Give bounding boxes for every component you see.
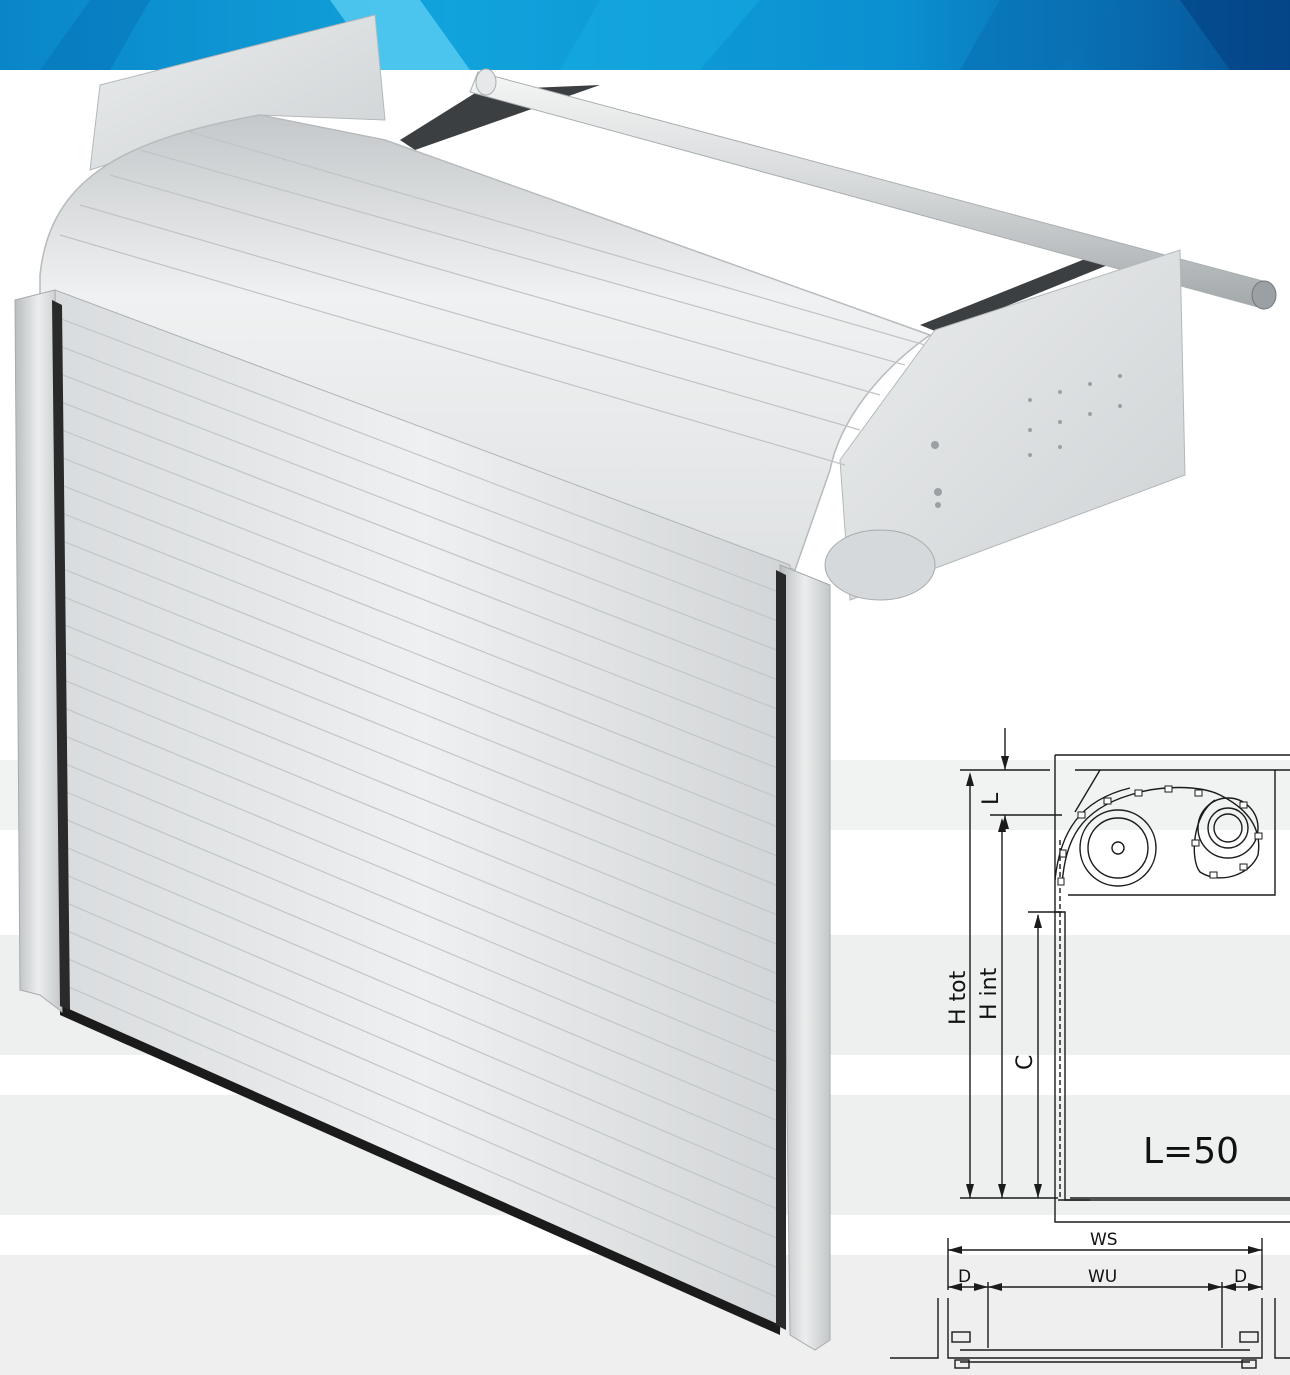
curtain-slat — [57, 538, 786, 831]
curtain-slat — [57, 317, 786, 595]
drum-slat-lines — [59, 131, 926, 466]
plan-view — [890, 1238, 1290, 1369]
curtain-slat — [57, 510, 786, 801]
dim-label-l-top: L — [979, 792, 1004, 805]
curtain-slat — [57, 400, 786, 684]
dim-label-wu: WU — [1088, 1267, 1117, 1287]
curtain-slat — [57, 954, 786, 1272]
dim-label-h-tot: H tot — [946, 970, 971, 1025]
dim-label-h-int: H int — [977, 967, 1002, 1020]
left-guide-rail — [14, 289, 63, 1014]
curtain-slat — [57, 732, 786, 1037]
drum-end — [824, 529, 936, 601]
section-diagram — [890, 728, 1290, 1369]
curtain-slat — [57, 843, 786, 1155]
dim-label-d-left: D — [958, 1267, 971, 1287]
curtain-slat — [57, 787, 786, 1096]
curtain-slat — [57, 981, 786, 1302]
side-plate-holes — [931, 374, 1122, 508]
drive-shaft — [469, 68, 1277, 310]
left-side-plate — [89, 14, 386, 171]
curtain-slat — [57, 677, 786, 978]
left-rail-seal — [52, 300, 70, 1010]
curtain-slat — [57, 344, 786, 625]
right-guide-rail — [779, 564, 831, 1351]
curtain-slat — [57, 815, 786, 1125]
drum-housing — [39, 114, 932, 571]
header-banner — [0, 0, 1290, 70]
curtain-slat — [57, 594, 786, 890]
curtain-slat — [57, 455, 786, 743]
bottom-seal — [60, 1005, 780, 1335]
dim-label-l-value: L=50 — [1143, 1131, 1239, 1172]
right-rail-seal — [776, 570, 786, 1330]
curtain-slat — [57, 372, 786, 654]
curtain-slat-lines — [57, 317, 786, 1302]
curtain-slat — [57, 760, 786, 1066]
dimension-lines[interactable] — [960, 728, 1062, 1199]
curtain-slat — [57, 427, 786, 713]
curtain-slat — [57, 926, 786, 1243]
dim-label-ws: WS — [1090, 1230, 1118, 1250]
curtain-slat — [57, 483, 786, 772]
curtain-slat — [57, 649, 786, 949]
curtain-slat — [57, 870, 786, 1184]
curtain-slat — [57, 704, 786, 1007]
roller-door-illustration — [14, 14, 1277, 1351]
curtain-slat — [57, 898, 786, 1213]
right-side-plate — [839, 249, 1186, 601]
curtain-slat — [57, 621, 786, 919]
curtain-slat — [57, 566, 786, 860]
lower-strut — [920, 245, 1140, 333]
dim-label-d-right: D — [1234, 1267, 1247, 1287]
dim-label-c: C — [1013, 1055, 1038, 1070]
